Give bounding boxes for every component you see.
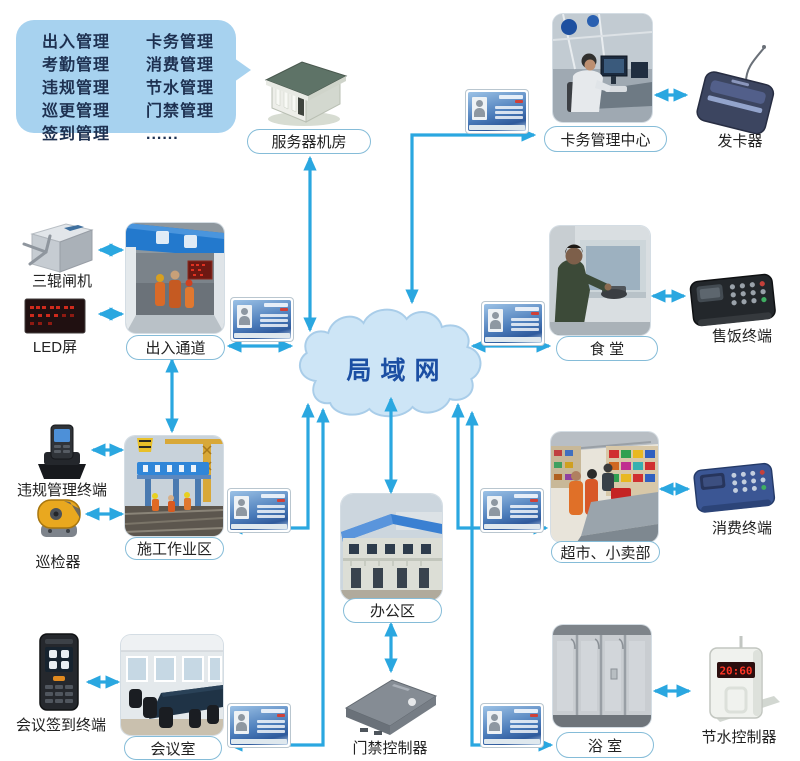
- supermarket-label: 超市、小卖部: [551, 541, 660, 563]
- consume-terminal-label-text: 消费终端: [711, 520, 772, 537]
- card-center-photo: [553, 14, 652, 122]
- construction-area-photo: [125, 436, 223, 536]
- card-issuer-label: 发卡器: [698, 130, 782, 151]
- function-item: 卡务管理: [146, 34, 215, 51]
- meeting-room-label-text: 会议室: [150, 740, 196, 758]
- server-room-label: 服务器机房: [247, 129, 371, 154]
- patrol-device-label-text: 巡检器: [35, 554, 81, 571]
- meal-terminal-label: 售饭终端: [702, 325, 782, 346]
- office-area-label-text: 办公区: [369, 603, 415, 620]
- server-room-label-text: 服务器机房: [271, 134, 347, 151]
- management-functions-list: 出入管理 卡务管理 考勤管理 消费管理 违规管理 节水管理 巡更管理 门禁管理 …: [16, 20, 236, 144]
- meal-terminal-icon: [684, 260, 781, 332]
- water-controller-icon: 20:60: [696, 634, 780, 728]
- water-display-value: 20:60: [719, 665, 752, 678]
- violation-terminal-label: 违规管理终端: [8, 479, 116, 500]
- office-area-photo: [341, 494, 442, 600]
- led-screen-icon: [24, 294, 86, 338]
- office-area-label: 办公区: [343, 598, 442, 623]
- arrow-cloud-meetingroom: [227, 407, 330, 752]
- id-card-icon: [231, 298, 293, 341]
- card-center-label-text: 卡务管理中心: [560, 131, 651, 149]
- entrance-photo: [126, 223, 224, 333]
- turnstile-icon: [20, 214, 100, 278]
- bathroom-label: 浴 室: [556, 732, 654, 758]
- bathroom-label-text: 浴 室: [587, 737, 623, 755]
- id-card-icon: [228, 489, 290, 532]
- construction-area-label-text: 施工作业区: [136, 541, 212, 558]
- card-issuer-icon: [690, 42, 782, 134]
- function-item: 节水管理: [146, 80, 215, 97]
- turnstile-label: 三辊闸机: [14, 270, 110, 291]
- function-item: 签到管理: [42, 126, 111, 143]
- entrance-label: 出入通道: [126, 335, 225, 360]
- meeting-terminal-icon: [34, 632, 84, 712]
- function-item: 出入管理: [42, 34, 111, 51]
- supermarket-label-text: 超市、小卖部: [560, 544, 651, 562]
- card-center-label: 卡务管理中心: [544, 126, 667, 152]
- patrol-device-label: 巡检器: [24, 551, 92, 572]
- server-room-building-icon: [256, 44, 352, 128]
- id-card-icon: [481, 704, 543, 747]
- function-item: 违规管理: [42, 80, 111, 97]
- consume-terminal-icon: [688, 448, 780, 520]
- lan-cloud-label: 局域网: [346, 357, 449, 385]
- id-card-icon: [482, 302, 544, 345]
- violation-terminal-icon: [32, 422, 92, 480]
- function-item: 消费管理: [146, 57, 215, 74]
- led-screen-label: LED屏: [23, 336, 87, 357]
- water-controller-label-text: 节水控制器: [701, 729, 777, 746]
- door-controller-label: 门禁控制器: [342, 737, 438, 758]
- supermarket-photo: [551, 432, 658, 542]
- arrow-cloud-bathroom: [465, 410, 554, 752]
- id-card-icon: [481, 489, 543, 532]
- meeting-terminal-label: 会议签到终端: [6, 714, 116, 735]
- id-card-icon: [466, 90, 528, 133]
- patrol-device-icon: [34, 496, 84, 540]
- function-item: 巡更管理: [42, 103, 111, 120]
- function-item: 考勤管理: [42, 57, 111, 74]
- function-item: ......: [146, 126, 179, 143]
- canteen-label-text: 食 堂: [589, 341, 625, 358]
- id-card-icon: [228, 704, 290, 747]
- entrance-label-text: 出入通道: [145, 340, 206, 357]
- arrow-cloud-cardcenter: [405, 128, 537, 305]
- violation-terminal-label-text: 违规管理终端: [16, 482, 107, 499]
- canteen-label: 食 堂: [556, 336, 658, 361]
- meeting-room-photo: [121, 635, 223, 735]
- bubble-tail: [234, 58, 251, 82]
- led-screen-label-text: LED屏: [32, 339, 78, 356]
- construction-area-label: 施工作业区: [125, 537, 224, 560]
- turnstile-label-text: 三辊闸机: [31, 273, 92, 290]
- door-controller-icon: [338, 670, 440, 738]
- water-controller-label: 节水控制器: [694, 726, 784, 747]
- meeting-terminal-label-text: 会议签到终端: [15, 717, 106, 734]
- card-issuer-label-text: 发卡器: [717, 133, 763, 150]
- door-controller-label-text: 门禁控制器: [352, 740, 428, 757]
- consume-terminal-label: 消费终端: [702, 517, 782, 538]
- canteen-photo: [550, 226, 650, 335]
- bathroom-photo: [553, 625, 651, 727]
- management-functions-bubble: 出入管理 卡务管理 考勤管理 消费管理 违规管理 节水管理 巡更管理 门禁管理 …: [16, 20, 236, 143]
- meal-terminal-label-text: 售饭终端: [711, 328, 772, 345]
- function-item: 门禁管理: [146, 103, 215, 120]
- meeting-room-label: 会议室: [124, 736, 222, 760]
